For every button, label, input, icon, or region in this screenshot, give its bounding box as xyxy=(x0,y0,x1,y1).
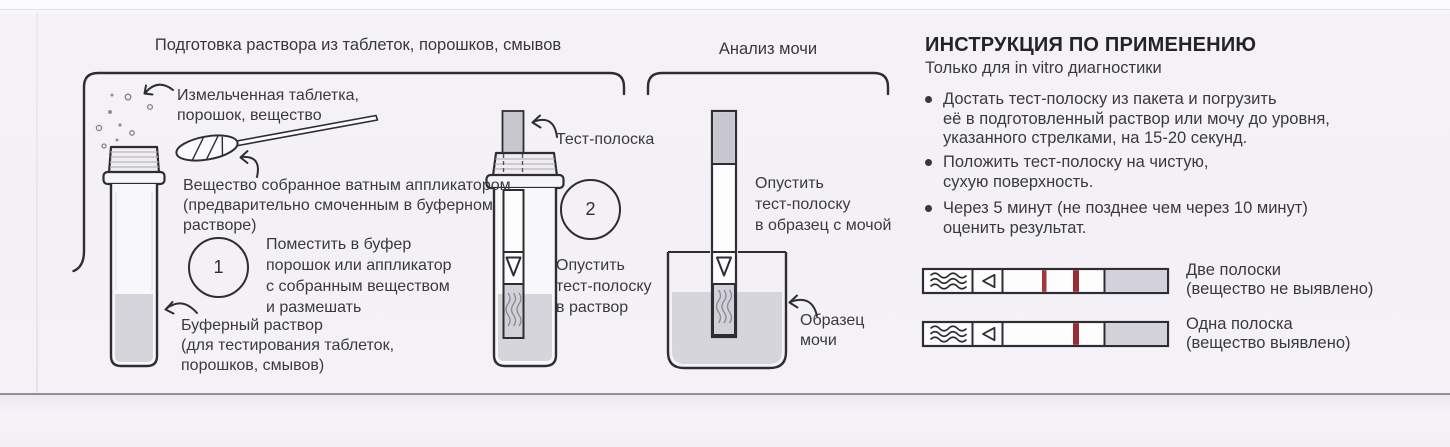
strip-arrow-mark xyxy=(505,256,522,277)
step-1-badge: 1 xyxy=(188,237,249,298)
test-line-mark xyxy=(1042,270,1047,292)
buffer-liquid xyxy=(115,294,153,362)
bullet-icon xyxy=(925,96,932,103)
urine-beaker-icon xyxy=(666,109,788,370)
instruction-bullet: Достать тест-полоску из пакета и погрузи… xyxy=(925,90,1375,149)
arrow-to-urine-sample-head xyxy=(788,294,799,309)
surface-below-box xyxy=(0,395,1450,447)
result-strip-negative xyxy=(921,267,1170,295)
arrow-to-buffer-head xyxy=(164,301,175,315)
arrow-to-powder xyxy=(144,83,174,94)
powder-particles-icon xyxy=(95,91,154,156)
arrow-to-powder-head xyxy=(143,84,154,96)
strip-arrow-mark xyxy=(716,256,732,277)
wavy-lines-icon xyxy=(929,325,968,343)
instructions-subtitle: Только для in vitro диагностики xyxy=(925,59,1162,77)
urine-test-strip-icon xyxy=(710,109,738,339)
urine-section-title: Анализ мочи xyxy=(718,40,818,58)
curved-arrows xyxy=(143,83,818,317)
box-top-edge xyxy=(0,9,1450,10)
tube-with-strip-icon xyxy=(485,110,565,368)
step-2-badge: 2 xyxy=(560,179,621,240)
absorbent-pad xyxy=(1105,270,1167,292)
box-bottom-edge xyxy=(0,393,1450,395)
arrow-to-strip xyxy=(532,118,558,138)
prep-section-title: Подготовка раствора из таблеток, порошко… xyxy=(154,36,562,54)
label-crushed-tablet: Измельченная таблетка, порошок, вещество xyxy=(177,87,359,124)
bracket-urine-section xyxy=(646,71,890,96)
arrow-to-swab-head xyxy=(239,150,249,164)
bullet-text: Через 5 минут (не позднее чем через 10 м… xyxy=(943,199,1308,237)
bullet-icon xyxy=(925,205,932,212)
label-test-strip: Тест-полоска xyxy=(556,131,655,148)
instructions-title: ИНСТРУКЦИЯ ПО ПРИМЕНЕНИЮ xyxy=(925,34,1257,56)
control-line-mark xyxy=(1073,270,1079,292)
direction-triangle-icon xyxy=(982,273,996,289)
absorbent-pad xyxy=(1105,323,1167,345)
arrow-to-swab xyxy=(240,155,259,178)
label-dip-in-urine: Опустить тест-полоску в образец с мочой xyxy=(755,175,892,234)
bullet-icon xyxy=(925,159,932,166)
arrow-to-urine-sample xyxy=(789,298,818,317)
control-line-mark xyxy=(1073,323,1079,345)
bullet-text: Положить тест-полоску на чистую, сухую п… xyxy=(943,153,1209,191)
direction-triangle-icon xyxy=(982,326,996,342)
result-positive-label: Одна полоска (вещество выявлено) xyxy=(1186,315,1351,352)
label-swab-substance: Вещество собранное ватным аппликатором (… xyxy=(183,177,511,234)
label-urine-sample: Образец мочи xyxy=(800,312,865,349)
result-strip-positive xyxy=(921,320,1170,348)
cotton-applicator-icon xyxy=(175,114,379,162)
wavy-lines-icon xyxy=(929,272,968,290)
box-side-crease xyxy=(36,12,38,393)
result-negative-label: Две полоски (вещество не выявлено) xyxy=(1186,261,1374,298)
label-buffer-solution: Буферный раствор (для тестирования табле… xyxy=(181,317,395,374)
step-1-text: Поместить в буфер порошок или аппликатор… xyxy=(266,236,452,316)
bullet-text: Достать тест-полоску из пакета и погрузи… xyxy=(943,90,1330,147)
instruction-bullet: Положить тест-полоску на чистую, сухую п… xyxy=(925,153,1375,192)
instruction-bullet: Через 5 минут (не позднее чем через 10 м… xyxy=(925,199,1375,238)
arrow-to-strip-head xyxy=(531,114,542,129)
step-2-text: Опустить тест-полоску в раствор xyxy=(556,257,652,316)
buffer-tube-icon xyxy=(102,145,166,368)
bracket-prep-section xyxy=(72,71,626,273)
